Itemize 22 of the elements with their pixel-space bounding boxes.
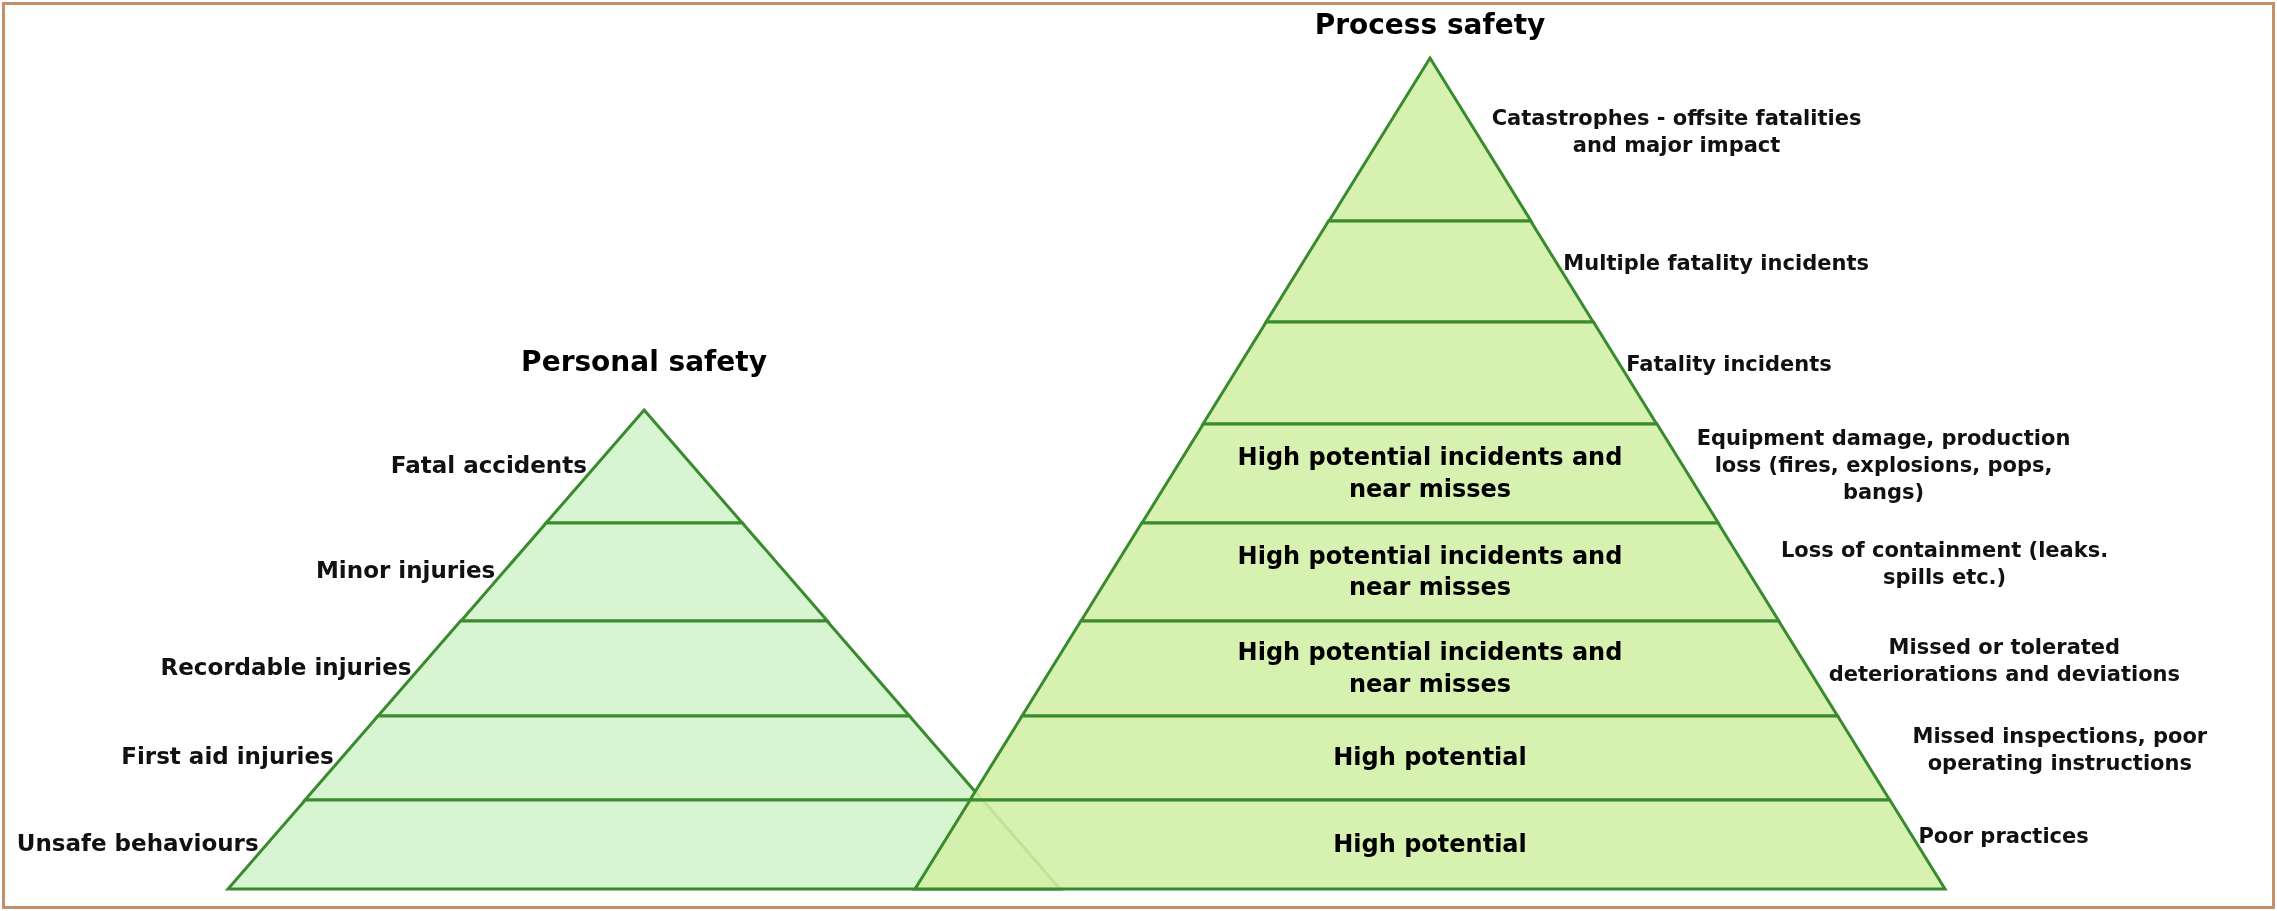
- layer-label: High potential incidents and near misses: [1236, 540, 1624, 603]
- level-label: Catastrophes - offsite fatalities and major impact: [1490, 104, 1863, 159]
- level-label: Loss of containment (leaks. spills etc.): [1779, 536, 2110, 591]
- level-label: Fatality incidents: [1626, 351, 1832, 379]
- level-label: Minor injuries: [316, 556, 496, 585]
- level-label: First aid injuries: [121, 742, 334, 771]
- layer-label: High potential: [1333, 742, 1527, 774]
- level-label: Equipment damage, production loss (fires, explosions, pops, bangs): [1695, 424, 2072, 507]
- level-label: Fatal accidents: [390, 450, 587, 480]
- level-label: Poor practices: [1918, 822, 2089, 850]
- level-label: Missed or tolerated deteriorations and deviations: [1827, 633, 2182, 688]
- layer-label: High potential incidents and near misses: [1236, 442, 1624, 505]
- level-label: Missed inspections, poor operating instructions: [1911, 722, 2209, 777]
- level-label: Unsafe behaviours: [16, 828, 259, 858]
- pyramid-heading: Personal safety: [521, 345, 767, 378]
- layer-label: High potential: [1333, 828, 1527, 860]
- pyramid-layer: [970, 716, 1890, 800]
- level-label: Multiple fatality incidents: [1563, 249, 1869, 277]
- layer-label: High potential incidents and near misses: [1236, 637, 1624, 700]
- pyramid-heading: Process safety: [1314, 8, 1546, 41]
- level-label: Recordable injuries: [160, 652, 412, 682]
- pyramid-layer: [1081, 523, 1779, 621]
